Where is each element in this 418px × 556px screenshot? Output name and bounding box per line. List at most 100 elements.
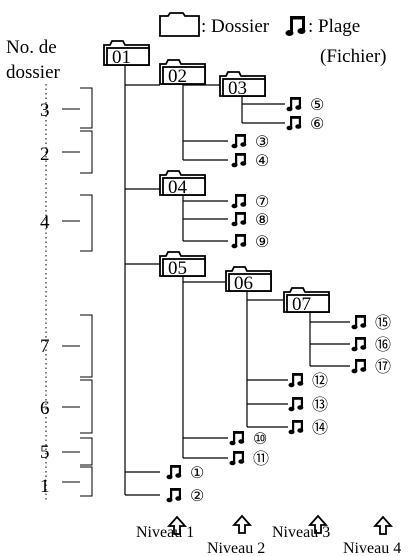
music-note-icon: [351, 315, 367, 330]
music-note-icon: [229, 451, 245, 466]
music-note-icon: [286, 116, 302, 131]
track-item: ⑰: [351, 358, 391, 376]
tree-connectors: [124, 62, 350, 496]
track-number: ②: [190, 488, 204, 505]
axis-number-2: 2: [40, 144, 50, 165]
track-number: ⑪: [253, 450, 269, 468]
brace-3: [62, 87, 93, 129]
level-3-arrow-icon: [307, 514, 329, 534]
track-number: ④: [255, 153, 269, 170]
music-note-icon: [229, 431, 245, 446]
track-number: ⑧: [255, 212, 269, 229]
track-item: ⑬: [288, 396, 328, 414]
level-1-label: Niveau 1: [136, 524, 194, 541]
music-note-icon: [288, 397, 304, 412]
music-note-icon: [231, 194, 247, 209]
music-note-icon: [231, 153, 247, 168]
track-number: ①: [190, 465, 204, 482]
level-3-label: Niveau 3: [272, 524, 330, 541]
track-item: ①: [166, 465, 204, 482]
music-note-icon: [231, 212, 247, 227]
track-number: ⑦: [255, 194, 269, 211]
axis-number-4: 4: [40, 212, 50, 233]
folder-01-label: 01: [112, 47, 131, 68]
track-item: ⑥: [286, 116, 324, 133]
level-2-arrow-icon: [231, 514, 253, 534]
axis-numbers: 3 2 4 7 6 5 1: [40, 100, 50, 497]
track-number: ⑬: [312, 396, 328, 414]
brace-5: [62, 437, 93, 466]
brace-2: [62, 130, 93, 174]
legend-folder-label: : Dossier: [201, 16, 270, 37]
music-note-icon: [288, 373, 304, 388]
folder-02-folder-icon: 02: [159, 59, 206, 87]
track-item: ②: [166, 488, 204, 505]
music-note-icon: [231, 234, 247, 249]
level-1-arrow-icon: [166, 515, 188, 535]
axis-number-7: 7: [40, 336, 50, 357]
folder-05-label: 05: [168, 258, 187, 279]
track-item: ⑮: [351, 314, 391, 332]
legend-file-label: (Fichier): [320, 46, 386, 67]
track-item: ④: [231, 153, 269, 170]
music-note-icon: [351, 337, 367, 352]
track-number: ③: [255, 134, 269, 151]
legend-track-label: : Plage: [308, 16, 360, 37]
folder-03-label: 03: [228, 78, 247, 99]
legend-folder-icon: [159, 12, 200, 37]
track-item: ⑦: [231, 194, 269, 211]
music-note-icon: [166, 465, 182, 480]
brace-4: [62, 194, 93, 252]
folder-04-folder-icon: 04: [159, 170, 206, 198]
track-item: ⑨: [231, 234, 269, 251]
brace-7: [62, 314, 93, 378]
axis-braces: [62, 87, 93, 497]
track-item: ⑫: [288, 372, 328, 390]
track-number: ⑰: [375, 358, 391, 376]
folders: 01 02 03 04 05 06 07: [103, 40, 330, 315]
track-number: ⑨: [255, 234, 269, 251]
axis-title-line1: No. de: [6, 37, 57, 58]
folder-03-folder-icon: 03: [219, 71, 266, 99]
folder-06-folder-icon: 06: [225, 266, 272, 294]
music-note-icon: [286, 97, 302, 112]
legend-music-note-icon: [285, 16, 306, 36]
track-number: ⑮: [375, 314, 391, 332]
track-number: ⑭: [312, 419, 328, 437]
track-item: ⑪: [229, 450, 269, 468]
level-2-label: Niveau 2: [207, 540, 265, 556]
track-number: ⑩: [253, 431, 267, 448]
folder-06-label: 06: [234, 273, 253, 294]
track-number: ⑥: [310, 116, 324, 133]
level-markers: Niveau 1 Niveau 2 Niveau 3 Niveau 4: [136, 514, 401, 556]
folder-05-folder-icon: 05: [159, 251, 206, 279]
track-number: ⑫: [312, 372, 328, 390]
track-item: ⑤: [286, 97, 324, 114]
track-item: ⑯: [351, 336, 391, 354]
track-number: ⑯: [375, 336, 391, 354]
axis-number-3: 3: [40, 100, 50, 121]
music-note-icon: [231, 134, 247, 149]
brace-6: [62, 379, 93, 434]
level-4-label: Niveau 4: [343, 540, 401, 556]
folder-02-label: 02: [168, 66, 187, 87]
folder-07-label: 07: [292, 294, 311, 315]
track-item: ⑭: [288, 419, 328, 437]
axis-number-1: 1: [40, 476, 50, 497]
legend: : Dossier : Plage (Fichier): [159, 12, 386, 67]
axis-title-line2: dossier: [6, 62, 61, 83]
axis-number-6: 6: [40, 398, 50, 419]
music-note-icon: [351, 359, 367, 374]
track-item: ⑩: [229, 431, 267, 448]
brace-1: [62, 466, 93, 497]
track-item: ⑧: [231, 212, 269, 229]
axis-number-5: 5: [40, 442, 50, 463]
folder-01-folder-icon: 01: [103, 40, 150, 68]
tracks: ⑤ ⑥ ③ ④ ⑦⑧ ⑨ ⑮ ⑯ ⑰ ⑫ ⑬ ⑭ ⑩ ⑪ ① ②: [166, 97, 391, 505]
music-note-icon: [288, 420, 304, 435]
music-note-icon: [166, 488, 182, 503]
track-item: ③: [231, 134, 269, 151]
level-4-arrow-icon: [372, 515, 394, 535]
